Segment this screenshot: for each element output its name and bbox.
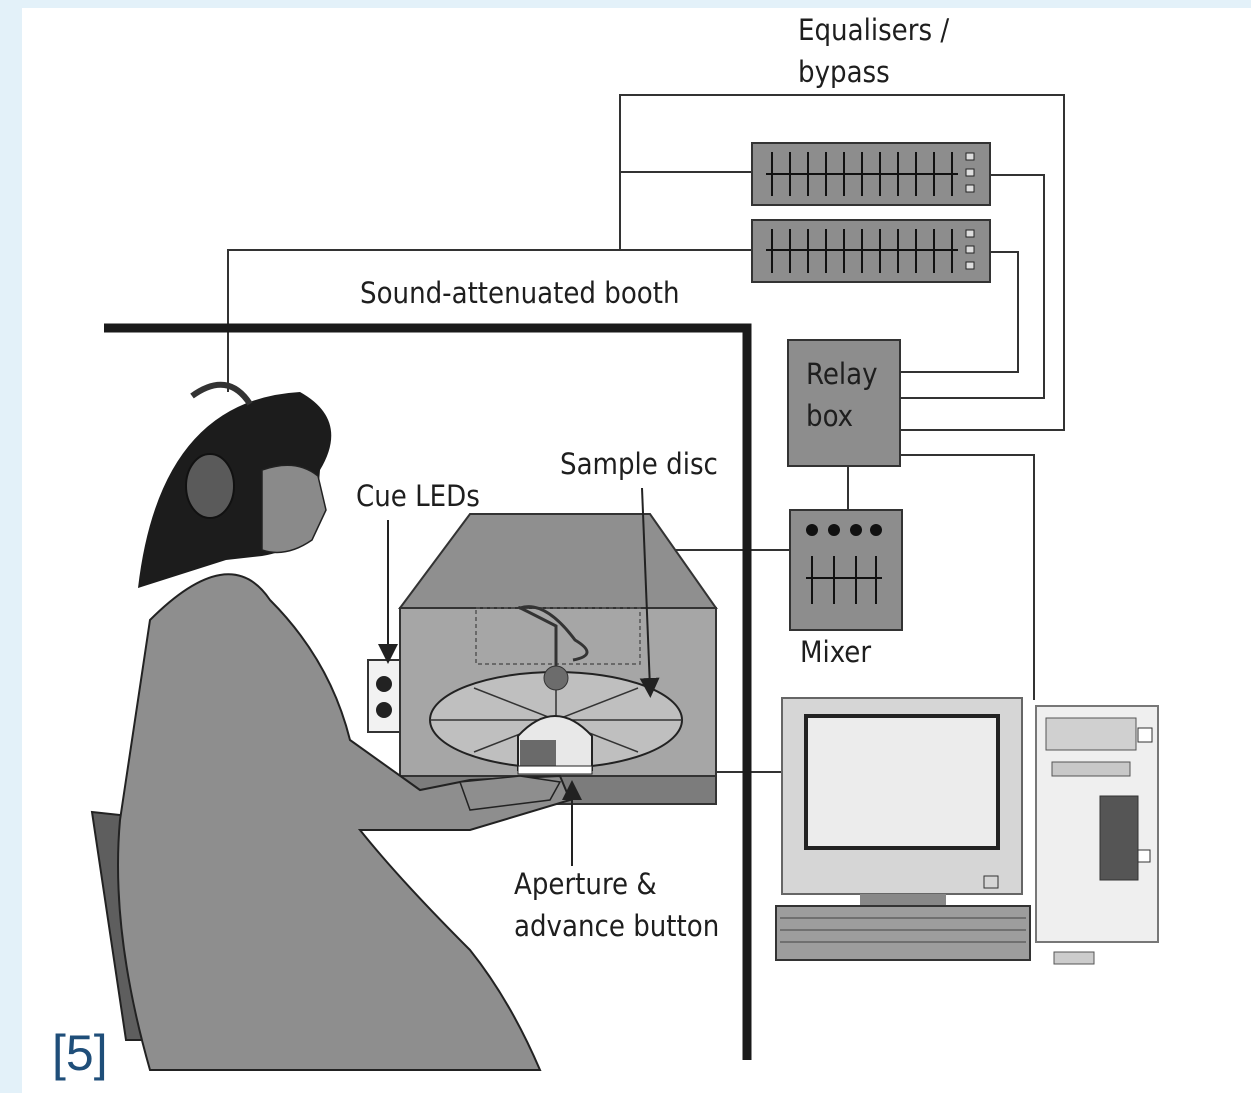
equalisers-label-line1: Equalisers / bbox=[798, 13, 949, 47]
relay-label-line2: box bbox=[806, 399, 853, 433]
svg-text:Equalisers /: Equalisers / bbox=[798, 13, 949, 47]
keyboard bbox=[775, 905, 1031, 961]
relay-box bbox=[787, 339, 901, 467]
stimulus-apparatus bbox=[398, 513, 718, 805]
equalisers-label-line2: bypass bbox=[798, 55, 890, 89]
svg-text:Aperture &: Aperture & bbox=[514, 867, 657, 901]
svg-text:Relay: Relay bbox=[806, 357, 878, 391]
computer-monitor bbox=[781, 697, 1023, 906]
svg-text:box: box bbox=[806, 399, 853, 433]
cue-leds-label: Cue LEDs bbox=[356, 479, 480, 513]
cue-leds-unit bbox=[367, 659, 401, 733]
equaliser-2 bbox=[751, 219, 991, 283]
booth-wall bbox=[104, 323, 752, 1060]
seated-participant bbox=[117, 381, 572, 1071]
aperture-label-line1: Aperture & bbox=[514, 867, 657, 901]
svg-text:Sound-attenuated booth: Sound-attenuated booth bbox=[360, 276, 680, 310]
wiring bbox=[227, 94, 1065, 773]
aperture-label-line2: advance button bbox=[514, 909, 719, 943]
mixer-label: Mixer bbox=[800, 635, 871, 669]
relay-label-line1: Relay bbox=[806, 357, 878, 391]
booth-label: Sound-attenuated booth bbox=[360, 276, 680, 310]
headphones bbox=[185, 453, 235, 519]
svg-text:bypass: bypass bbox=[798, 55, 890, 89]
callout-arrows bbox=[378, 487, 660, 866]
computer-tower bbox=[1035, 705, 1159, 965]
svg-text:Mixer: Mixer bbox=[800, 635, 871, 669]
svg-text:Sample disc: Sample disc bbox=[560, 447, 718, 481]
sample-disc-label: Sample disc bbox=[560, 447, 718, 481]
mixer-unit bbox=[789, 509, 903, 631]
figure-number: [5] bbox=[52, 1025, 108, 1081]
equaliser-1 bbox=[751, 142, 991, 206]
svg-text:Cue LEDs: Cue LEDs bbox=[356, 479, 480, 513]
svg-text:advance button: advance button bbox=[514, 909, 719, 943]
